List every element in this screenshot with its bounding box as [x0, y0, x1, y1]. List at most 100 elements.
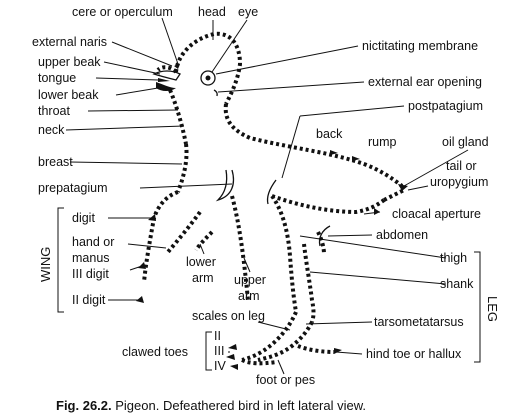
label-postpatagium: postpatagium [408, 99, 483, 113]
eye-icon [200, 70, 216, 86]
leader-lines [65, 17, 469, 375]
wing-inner [166, 210, 202, 254]
beak-outline [156, 65, 178, 74]
label-tail-or: tail or [446, 159, 477, 173]
caption-text: Pigeon. Defeathered bird in left lateral… [112, 398, 366, 413]
label-breast: breast [38, 155, 73, 169]
lower-beak-leader [115, 87, 159, 96]
label-lower-arm: arm [192, 271, 214, 285]
label-lower: lower [186, 255, 216, 269]
upper-arm-outline [230, 195, 250, 301]
leg-bracket [474, 251, 481, 363]
back-mark [330, 150, 338, 155]
label-oil-gland: oil gland [442, 135, 489, 149]
rump-mark [352, 156, 360, 161]
tarsometatarsus-leader [305, 321, 373, 325]
tongue-shape [158, 78, 170, 82]
throat-outline [168, 89, 188, 145]
belly-outline [271, 194, 386, 215]
claw-iii [226, 354, 235, 360]
iii-digit-leader [129, 265, 143, 271]
label-upper-beak: upper beak [38, 55, 101, 69]
label-toe-iii: III [214, 344, 224, 358]
label-manus: manus [72, 251, 110, 265]
label-neck: neck [38, 123, 65, 137]
thigh-leader [299, 235, 447, 259]
eye-leader [211, 19, 248, 73]
label-iii-digit: III digit [72, 267, 109, 281]
brackets [57, 207, 481, 371]
breast-leader [69, 161, 183, 165]
postpatagium-fold [266, 179, 277, 205]
label-upper-arm: arm [238, 289, 260, 303]
label-rump: rump [368, 135, 397, 149]
label-scales: scales on leg [192, 309, 265, 323]
upper-beak-leader [103, 61, 161, 75]
oil-gland-mark [398, 184, 408, 191]
label-cloacal: cloacal aperture [392, 207, 481, 221]
label-head: head [198, 5, 226, 19]
abdomen-leader [327, 234, 373, 237]
tarsus-back [257, 321, 314, 362]
label-tarsometatarsus: tarsometatarsus [374, 315, 464, 329]
hind-toe-leader [335, 351, 363, 355]
oil-gland-leader [403, 149, 469, 187]
cere-leader [161, 17, 179, 65]
tongue-leader [95, 77, 159, 81]
neck-front-outline [176, 143, 189, 193]
cloaca-mark [374, 208, 380, 215]
upper-beak-shape [152, 70, 181, 81]
head-outline [174, 31, 243, 105]
label-ii-digit: II digit [72, 293, 106, 307]
tail-leader [407, 185, 429, 191]
wing-outer [142, 190, 179, 283]
label-uropygium: uropygium [430, 175, 488, 189]
label-digit: digit [72, 211, 95, 225]
lower-arm-leader [199, 243, 205, 255]
throat-leader [87, 109, 179, 112]
label-thigh: thigh [440, 251, 467, 265]
postpatagium-leader-2 [281, 115, 301, 179]
prepatagium-fold [215, 169, 235, 202]
thigh-front [270, 194, 298, 313]
label-shank: shank [440, 277, 474, 291]
scales-leader [257, 321, 291, 331]
tarsus-front [241, 311, 298, 362]
label-cere: cere or operculum [72, 5, 173, 19]
caption-number: Fig. 26.2. [56, 398, 112, 413]
label-lower-beak: lower beak [38, 88, 99, 102]
wing-bracket [57, 207, 64, 313]
tail-outline [383, 188, 405, 202]
neck-leader [65, 125, 185, 131]
cloacal-leader [363, 211, 381, 215]
foot-leader [277, 359, 285, 375]
ear-opening [213, 89, 218, 97]
postpatagium-leader [299, 105, 405, 117]
shank-back [302, 243, 316, 323]
upper-arm-leader [243, 257, 251, 273]
label-hind-toe: hind toe or hallux [366, 347, 462, 361]
label-tongue: tongue [38, 71, 76, 85]
label-external-naris: external naris [32, 35, 107, 49]
abdomen-curve [318, 225, 331, 247]
label-external-ear: external ear opening [368, 75, 482, 89]
label-toe-iv: IV [214, 359, 226, 373]
lower-beak-shape [156, 82, 176, 91]
label-foot: foot or pes [256, 373, 315, 387]
label-back: back [316, 127, 343, 141]
label-nictitating: nictitating membrane [362, 39, 478, 53]
pupil-icon [205, 75, 211, 81]
wing-outline [136, 190, 250, 303]
label-abdomen: abdomen [376, 228, 428, 242]
iii-digit-tip [138, 262, 146, 269]
thigh-back [316, 231, 326, 255]
label-prepatagium: prepatagium [38, 181, 108, 195]
claw-hallux [334, 348, 342, 354]
label-hand-or: hand or [72, 235, 114, 249]
label-toe-ii: II [214, 329, 221, 343]
labels: cere or operculum head eye external nari… [32, 5, 500, 387]
label-leg-group: LEG [485, 296, 500, 322]
label-clawed-toes: clawed toes [122, 345, 188, 359]
